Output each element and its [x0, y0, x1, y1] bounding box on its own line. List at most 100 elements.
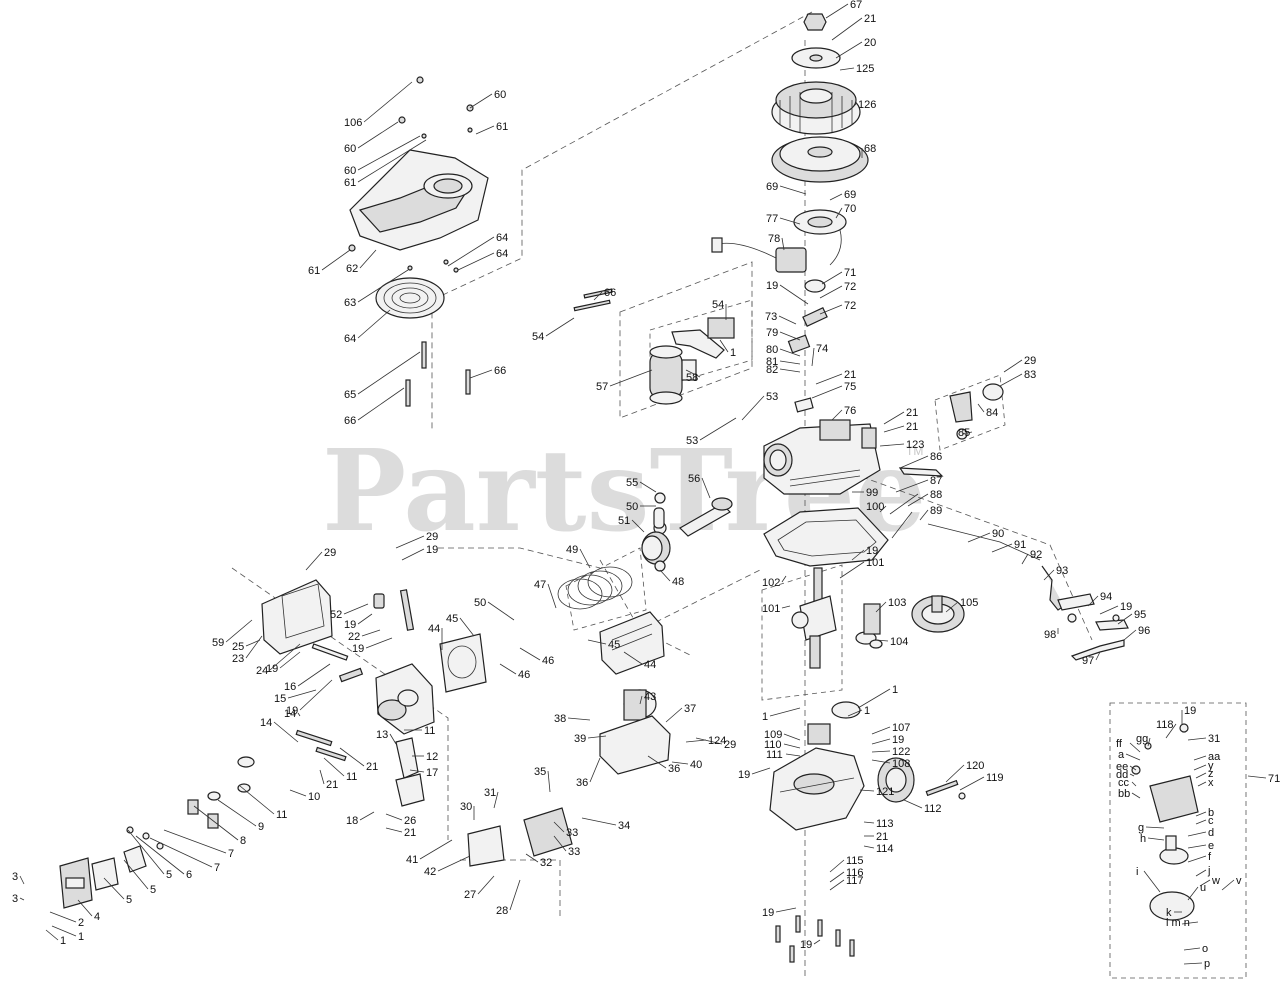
callout-label: 46 — [542, 655, 554, 667]
callout-label: 19 — [266, 663, 278, 675]
callout-leader — [287, 689, 317, 699]
callout-label: 92 — [1030, 549, 1042, 561]
blower-housing — [349, 149, 489, 251]
callout-leader — [357, 351, 421, 395]
callout-leader — [1187, 844, 1207, 849]
callout-leader — [1195, 819, 1207, 825]
callout-leader — [871, 738, 891, 745]
callout-leader — [851, 103, 857, 109]
callout-label: 72 — [844, 281, 856, 293]
callout-label: 85 — [958, 427, 970, 439]
callout-label: u — [1200, 882, 1206, 894]
balancer-gear — [855, 603, 883, 649]
callout-leader — [1123, 629, 1137, 641]
callout-leader — [1193, 764, 1207, 771]
callout-leader — [775, 907, 797, 913]
callout-leader — [779, 284, 809, 305]
callout-leader — [357, 387, 405, 421]
callout-label: 83 — [1024, 369, 1036, 381]
callout-leader — [829, 871, 845, 883]
callout-leader — [1165, 723, 1177, 739]
callout-leader — [829, 193, 843, 201]
callout-leader — [395, 535, 425, 549]
callout-leader — [671, 761, 689, 765]
callout-leader — [547, 583, 557, 609]
callout-leader — [919, 509, 929, 521]
callout-leader — [1003, 359, 1023, 373]
callout-label: 126 — [858, 99, 876, 111]
callout-label: 29 — [324, 547, 336, 559]
callout-leader — [323, 757, 345, 777]
callout-leader — [239, 785, 275, 815]
callout-leader — [319, 769, 325, 785]
callout-label: c — [1208, 815, 1214, 827]
callout-leader — [579, 548, 591, 569]
callout-label: 125 — [856, 63, 874, 75]
callout-label: 29 — [724, 739, 736, 751]
callout-label: 61 — [344, 177, 356, 189]
callout-label: 109 — [764, 729, 782, 741]
callout-label: 101 — [866, 557, 884, 569]
valves-and-springs — [126, 729, 347, 850]
callout-label: 11 — [346, 771, 357, 783]
starter-bracket — [671, 317, 735, 359]
callout-label: 38 — [554, 713, 566, 725]
callout-leader — [385, 813, 403, 821]
callout-leader — [269, 643, 301, 671]
callout-leader — [357, 269, 409, 303]
sump-bolts — [775, 915, 855, 963]
callout-label: 19 — [738, 769, 750, 781]
callout-label: 75 — [844, 381, 856, 393]
callout-label: 37 — [684, 703, 696, 715]
callout-label: 7 — [214, 862, 220, 874]
callout-label: 31 — [1208, 733, 1220, 745]
callout-leader — [343, 603, 369, 615]
callout-leader — [781, 575, 787, 583]
callout-leader — [567, 717, 591, 721]
callout-label: 53 — [686, 435, 698, 447]
callout-leader — [357, 139, 427, 183]
callout-label: 19 — [1120, 601, 1132, 613]
callout-label: 16 — [284, 681, 296, 693]
callout-label: 88 — [930, 489, 942, 501]
callout-label: 27 — [464, 889, 476, 901]
callout-label: 20 — [864, 37, 876, 49]
callout-label: g — [1138, 822, 1144, 834]
watermark-trademark: TM — [906, 444, 923, 458]
valve-cover — [261, 579, 333, 655]
studs — [405, 341, 471, 407]
callout-label: 82 — [766, 364, 778, 376]
callout-label: 76 — [844, 405, 856, 417]
callout-leader — [51, 925, 77, 937]
callout-leader — [991, 543, 1013, 553]
callout-label: 21 — [906, 421, 918, 433]
callout-leader — [587, 639, 607, 645]
callout-label: 62 — [346, 263, 358, 275]
callout-label: 116 — [846, 867, 864, 879]
callout-leader — [19, 897, 25, 901]
callout-leader — [1143, 870, 1161, 893]
callout-leader — [719, 339, 729, 353]
callout-leader — [487, 601, 515, 621]
callout-label: 19 — [892, 734, 904, 746]
callout-label: 12 — [426, 751, 438, 763]
callout-label: 61 — [496, 121, 508, 133]
callout-label: 11 — [276, 809, 287, 821]
callout-leader — [49, 911, 77, 923]
callout-label: 53 — [766, 391, 778, 403]
callout-label: 22 — [348, 631, 360, 643]
callout-leader — [279, 651, 301, 669]
callout-label: o — [1202, 943, 1208, 955]
callout-leader — [783, 733, 801, 741]
callout-leader — [895, 479, 929, 493]
callout-leader — [357, 121, 399, 149]
callout-leader — [875, 601, 887, 613]
callout-leader — [1129, 742, 1141, 753]
callout-label: w — [1211, 875, 1220, 887]
callout-label: 18 — [346, 815, 358, 827]
oil-pump — [807, 701, 861, 745]
callout-label: 21 — [844, 369, 856, 381]
callout-label: z — [1208, 768, 1214, 780]
callout-leader — [419, 839, 453, 860]
callout-leader — [305, 551, 323, 571]
